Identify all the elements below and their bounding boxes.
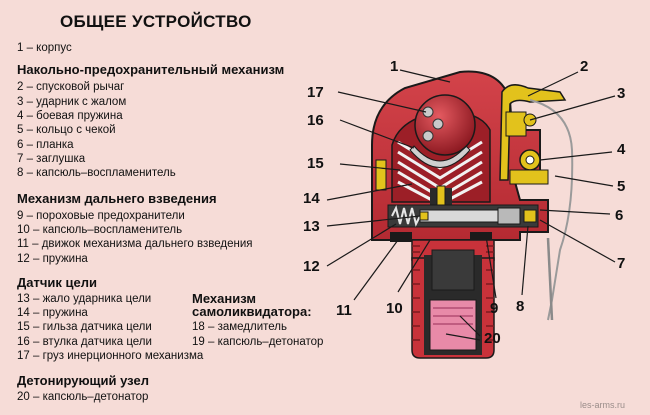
legend-item-7: 7 – заглушка — [17, 153, 86, 165]
legend-item-5: 5 – кольцо с чекой — [17, 124, 116, 136]
callout-6: 6 — [615, 207, 624, 224]
callout-13: 13 — [303, 218, 320, 235]
callout-1: 1 — [390, 58, 399, 75]
legend-item-4: 4 – боевая пружина — [17, 110, 123, 122]
callout-16: 16 — [307, 112, 324, 129]
legend-item-16: 16 – втулка датчика цели — [17, 336, 152, 348]
legend-item-20: 20 – капсюль–детонатор — [17, 391, 149, 403]
legend-item-12: 12 – пружина — [17, 253, 88, 265]
ring-with-pin — [529, 99, 574, 321]
section-self-destruct-heading-2: самоликвидатора: — [192, 304, 312, 319]
legend-item-9: 9 – пороховые предохранители — [17, 210, 185, 222]
callout-5: 5 — [617, 178, 626, 195]
legend-item-14: 14 – пружина — [17, 307, 88, 319]
legend-item-1: 1 – корпус — [17, 42, 72, 54]
legend-item-6: 6 – планка — [17, 139, 74, 151]
callout-9: 9 — [490, 300, 499, 317]
legend-item-10: 10 – капсюль–воспламенитель — [17, 224, 183, 236]
page-title: ОБЩЕЕ УСТРОЙСТВО — [60, 12, 252, 31]
section-sensor-heading: Датчик цели — [17, 275, 97, 290]
legend-item-19: 19 – капсюль–детонатор — [192, 336, 324, 348]
section-detonating-heading: Детонирующий узел — [17, 373, 149, 388]
section-self-destruct-heading-1: Механизм — [192, 291, 256, 306]
legend-item-17: 17 – груз инерционного механизма — [17, 350, 204, 362]
callout-10: 10 — [386, 300, 403, 317]
legend-item-15: 15 – гильза датчика цели — [17, 321, 152, 333]
legend-item-11: 11 – движок механизма дальнего взведения — [17, 238, 253, 250]
trigger-lever — [499, 84, 567, 181]
callout-4: 4 — [617, 141, 626, 158]
arming-spring — [391, 205, 421, 227]
callout-20: 20 — [484, 330, 501, 347]
legend-item-8: 8 – капсюль–воспламенитель — [17, 167, 176, 179]
callout-8: 8 — [516, 298, 525, 315]
watermark: les-arms.ru — [580, 400, 626, 410]
legend-item-2: 2 – спусковой рычаг — [17, 81, 125, 93]
inertial-weight — [414, 94, 476, 156]
callout-11: 11 — [336, 302, 352, 319]
callout-3: 3 — [617, 85, 626, 102]
callout-15: 15 — [307, 155, 324, 172]
section-arming-heading: Механизм дальнего взведения — [17, 191, 217, 206]
callout-12: 12 — [303, 258, 320, 275]
igniter-cap — [523, 209, 537, 223]
legend-item-18: 18 – замедлитель — [192, 321, 287, 333]
legend-item-13: 13 – жало ударника цели — [17, 293, 152, 305]
legend-item-3: 3 – ударник с жалом — [17, 96, 127, 108]
callout-14: 14 — [303, 190, 320, 207]
callout-17: 17 — [307, 84, 324, 101]
callout-2: 2 — [580, 58, 589, 75]
section-impact-heading: Накольно-предохранительный механизм — [17, 62, 285, 77]
arming-slider — [419, 209, 501, 223]
callout-7: 7 — [617, 255, 626, 272]
sensor-cup — [409, 145, 471, 168]
